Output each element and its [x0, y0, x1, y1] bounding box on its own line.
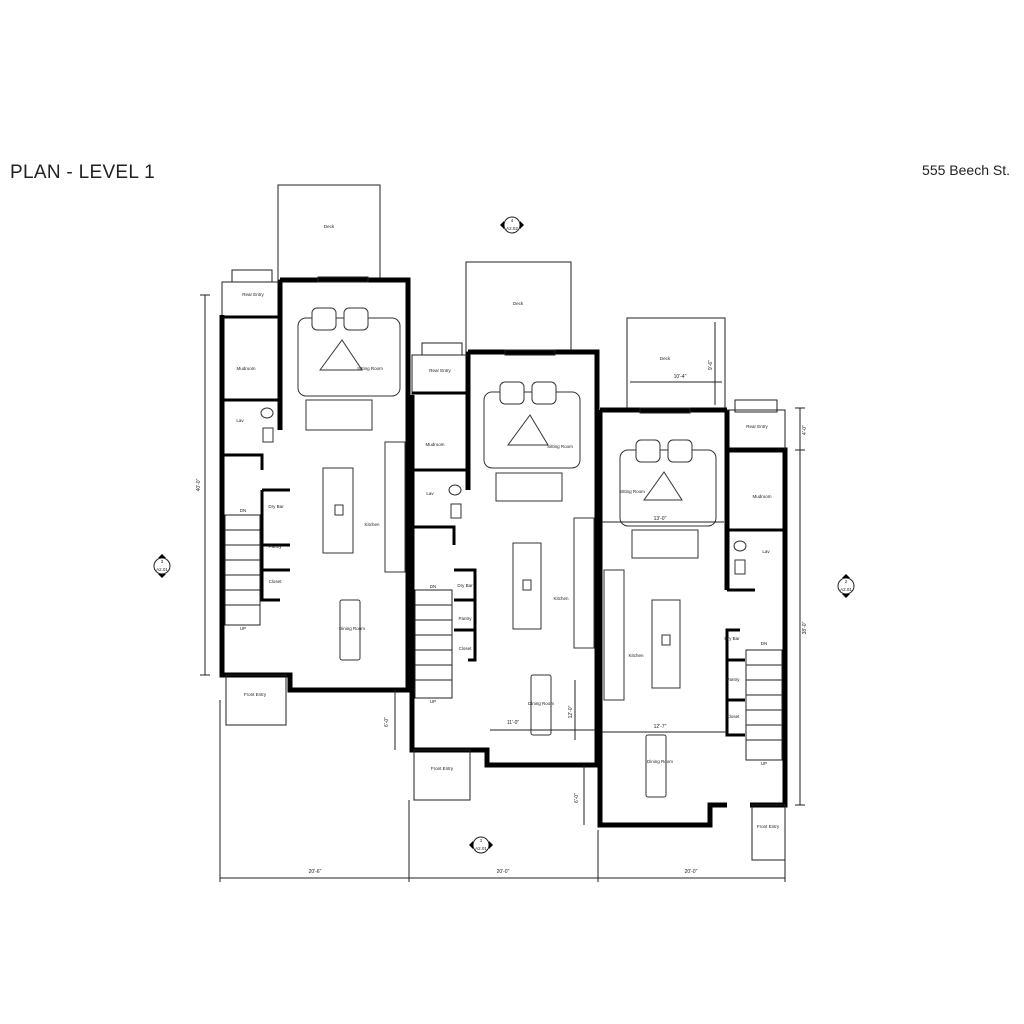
stairs — [745, 649, 783, 761]
offset-dimension: 6'-0" — [574, 793, 580, 803]
svg-text:A2.01: A2.01 — [840, 587, 852, 592]
sofa-icon — [305, 399, 373, 431]
section-marker-1: 1 A2.01 — [469, 836, 493, 854]
dry-bar-label: Dry Bar — [724, 636, 740, 641]
deck-width-dimension: 10'-4" — [674, 374, 687, 380]
deck-label: Deck — [324, 224, 335, 229]
dining-room-label: Dining Room — [339, 626, 365, 631]
dining-room-label: Dining Room — [647, 759, 673, 764]
mudroom-label: Mudroom — [236, 366, 255, 371]
rear-entry-label: Rear Entry — [242, 292, 264, 297]
section-marker-2: 2 A2.01 — [837, 574, 855, 598]
lav-label: Lav — [236, 418, 244, 423]
deck — [465, 261, 572, 353]
front-entry-label: Front Entry — [757, 824, 780, 829]
sitting-room-label: Sitting Room — [357, 366, 383, 371]
rear-steps — [231, 269, 273, 283]
deck-label: Deck — [660, 356, 671, 361]
dining-table — [339, 599, 361, 661]
closet-label: Closet — [459, 646, 473, 651]
svg-text:A2.01: A2.01 — [475, 846, 487, 851]
dining-room-label: Dining Room — [528, 701, 554, 706]
stairs-down-label: DN — [240, 508, 247, 513]
stairs-down-label: DN — [430, 584, 437, 589]
unit-1: Deck Rear Entry Mudroom Lav Sitting Room… — [196, 184, 411, 726]
section-marker-3: 3 A2.01 — [153, 554, 171, 578]
sitting-width-dimension: 13'-0" — [654, 516, 667, 522]
coffee-table-icon — [319, 339, 363, 371]
width-dimension-3: 20'-0" — [685, 869, 698, 875]
rear-entry-dimension: 4'-0" — [802, 425, 808, 435]
svg-text:2: 2 — [845, 579, 848, 584]
toilet-icon — [260, 407, 274, 419]
lav-label: Lav — [762, 549, 770, 554]
offset-dimension: 6'-0" — [384, 717, 390, 727]
depth-dimension: 38'-0" — [802, 621, 808, 634]
rear-entry-label: Rear Entry — [429, 368, 451, 373]
width-dimension-1: 20'-6" — [309, 869, 322, 875]
sitting-room-label: Sitting Room — [547, 444, 573, 449]
unit-3: Deck 10'-4" 9'-6" Rear Entry Mudroom Lav… — [574, 317, 808, 861]
closet-label: Closet — [727, 714, 741, 719]
svg-text:3: 3 — [161, 559, 164, 564]
sink-icon — [262, 427, 274, 443]
kitchen-label: Kitchen — [553, 596, 569, 601]
front-porch — [413, 749, 471, 801]
width-dimension-2: 20'-0" — [497, 869, 510, 875]
svg-text:A2.01: A2.01 — [156, 567, 168, 572]
section-marker-4: 4 A2.02 — [500, 216, 524, 234]
mudroom-label: Mudroom — [752, 494, 771, 499]
counter — [384, 441, 406, 573]
svg-text:A2.02: A2.02 — [506, 226, 518, 231]
width-dimensions: 20'-6" 20'-0" 20'-0" — [219, 700, 786, 882]
deck-depth-dimension: 9'-6" — [708, 360, 714, 370]
closet-label: Closet — [269, 579, 283, 584]
lav-label: Lav — [426, 491, 434, 496]
address-label: 555 Beech St. — [922, 162, 1010, 178]
stairs-down-label: DN — [761, 641, 768, 646]
plan-title: PLAN - LEVEL 1 — [10, 162, 156, 183]
front-entry-label: Front Entry — [431, 766, 454, 771]
deck — [277, 184, 381, 281]
pantry-label: Pantry — [458, 616, 472, 621]
stairs-up-label: UP — [240, 626, 246, 631]
unit-2: Deck Rear Entry Mudroom Lav Sitting Room… — [384, 261, 600, 801]
front-porch — [751, 804, 786, 861]
pantry-label: Pantry — [268, 544, 282, 549]
dry-bar-label: Dry Bar — [457, 583, 473, 588]
window — [317, 276, 369, 283]
stairs — [414, 589, 453, 699]
svg-text:4: 4 — [511, 218, 514, 223]
rear-entry-label: Rear Entry — [746, 424, 768, 429]
stairs-up-label: UP — [761, 761, 767, 766]
dining-width-dimension: 11'-0" — [507, 720, 520, 726]
front-entry-label: Front Entry — [244, 692, 267, 697]
depth-dimension: 40'-0" — [196, 478, 202, 491]
mudroom-label: Mudroom — [425, 442, 444, 447]
kitchen-label: Kitchen — [628, 653, 644, 658]
front-porch — [225, 674, 287, 726]
kitchen-label: Kitchen — [364, 522, 380, 527]
pantry-label: Pantry — [726, 677, 740, 682]
dining-width-dimension: 12'-7" — [654, 724, 667, 730]
stairs — [224, 514, 261, 626]
sitting-room-label: Sitting Room — [619, 489, 645, 494]
svg-text:1: 1 — [480, 838, 483, 843]
stairs-up-label: UP — [430, 699, 436, 704]
deck-label: Deck — [513, 301, 524, 306]
dry-bar-label: Dry Bar — [268, 504, 284, 509]
dining-depth-dimension: 12'-0" — [568, 705, 574, 718]
